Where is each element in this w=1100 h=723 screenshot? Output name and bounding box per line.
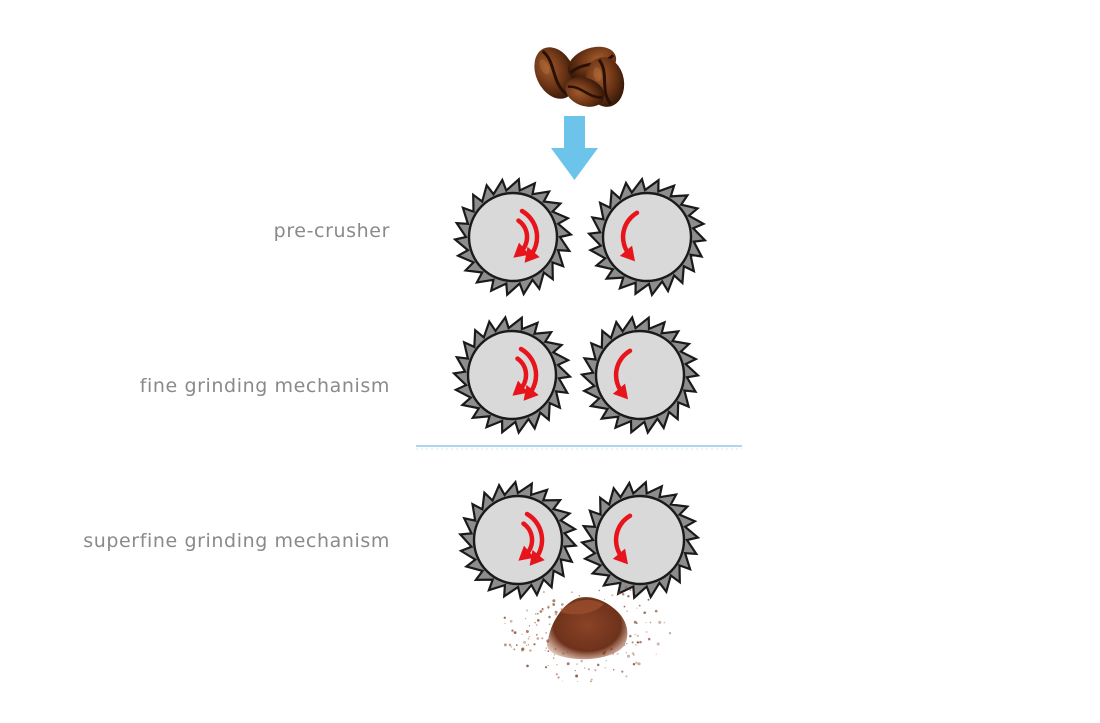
cutter-right-fine (579, 315, 701, 435)
coffee-beans-icon (534, 46, 625, 107)
label-fine-grinding: fine grinding mechanism (140, 375, 390, 397)
cutter-pairs (451, 176, 708, 601)
rotation-arrows-left-superfine (518, 511, 545, 566)
label-superfine-grinding: superfine grinding mechanism (83, 530, 390, 552)
cutter-left-fine (451, 314, 573, 436)
cutter-right-superfine (579, 479, 701, 601)
rotation-arrows-left-fine (512, 346, 539, 401)
rotation-arrow-right-fine (612, 348, 633, 400)
separator-line (416, 445, 742, 450)
ground-coffee-icon (503, 586, 672, 683)
rotation-arrow-right-pre-crusher (619, 210, 640, 262)
rotation-arrow-right-superfine (612, 513, 633, 565)
cutter-left-superfine (458, 479, 578, 601)
label-pre-crusher: pre-crusher (274, 220, 390, 242)
cutter-right-pre-crusher (586, 176, 708, 298)
down-arrow-icon (551, 116, 598, 180)
rotation-arrows-left-pre-crusher (513, 208, 540, 263)
cutter-left-pre-crusher (452, 176, 574, 298)
